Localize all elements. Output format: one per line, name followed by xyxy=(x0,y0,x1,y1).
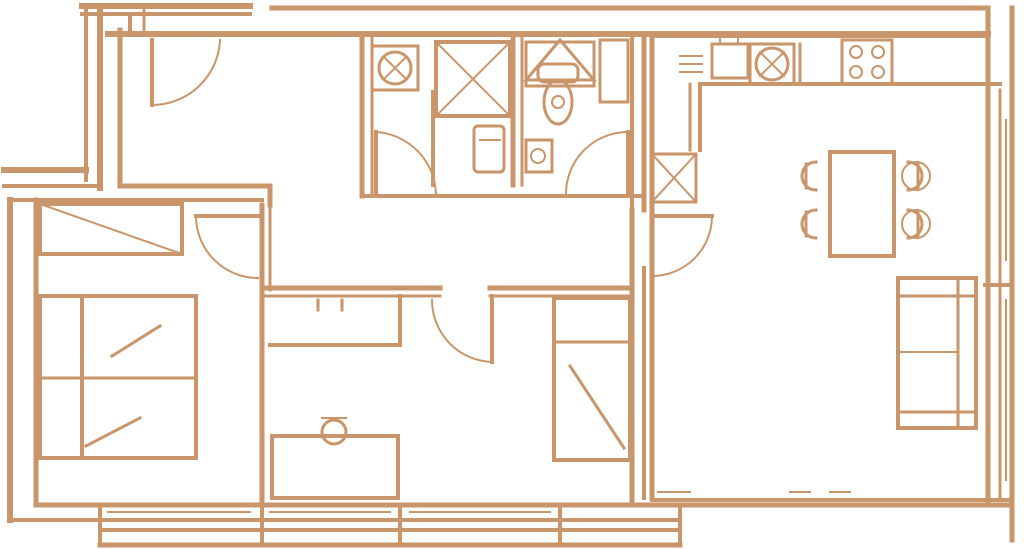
bedroom-3 xyxy=(552,296,632,462)
bathroom-fixtures xyxy=(370,37,630,174)
doors xyxy=(150,38,714,364)
bedroom-1 xyxy=(38,202,198,460)
windows xyxy=(107,119,1007,513)
exterior-walls xyxy=(1,3,1015,548)
bedroom-2 xyxy=(270,298,400,500)
kitchen xyxy=(650,34,990,430)
